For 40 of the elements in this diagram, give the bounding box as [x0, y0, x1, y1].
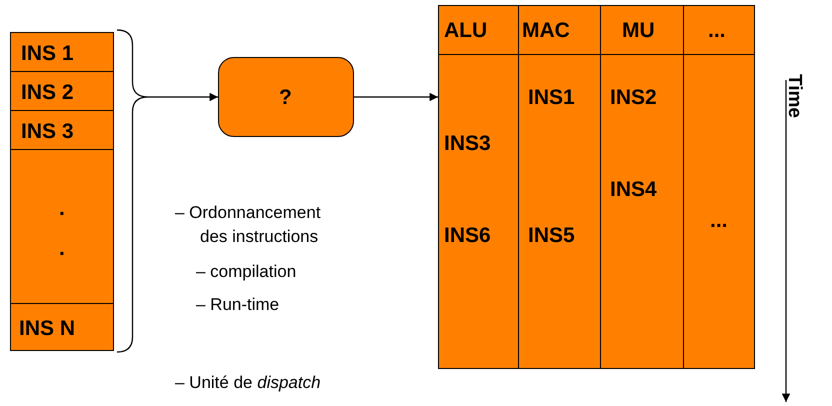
- node-text: MU: [622, 20, 655, 41]
- node-text: .: [59, 238, 65, 259]
- node-text: .: [59, 198, 65, 219]
- axis-label: Time: [783, 74, 806, 118]
- unit-header: [518, 5, 601, 55]
- node-text: INS3: [444, 133, 491, 154]
- bullet-text: – compilation: [196, 261, 298, 283]
- instruction-box: [10, 71, 114, 111]
- node-text: INS2: [610, 87, 657, 108]
- bullet-text: – Unité de dispatch: [175, 372, 322, 394]
- decision-box: [218, 57, 354, 137]
- node-text: INS6: [444, 225, 491, 246]
- unit-header: [683, 5, 755, 55]
- unit-column: [438, 54, 519, 369]
- node-text: INS 2: [21, 82, 74, 103]
- node-text: ...: [710, 210, 728, 231]
- arrow: [354, 92, 438, 102]
- instruction-box: [10, 110, 114, 150]
- node-text: INS 1: [21, 43, 74, 64]
- node-text: INS N: [19, 318, 76, 339]
- node-text: INS4: [610, 179, 657, 200]
- unit-header: [438, 5, 519, 55]
- instruction-box: [10, 149, 114, 304]
- unit-column: [600, 54, 684, 369]
- node-text: INS5: [528, 225, 575, 246]
- node-text: MAC: [522, 20, 570, 41]
- instruction-box: [10, 303, 114, 351]
- node-text: INS1: [528, 87, 575, 108]
- bullet-text: – Ordonnancement des instructions: [175, 202, 322, 248]
- node-text: ...: [708, 20, 726, 41]
- node-text: ALU: [444, 20, 488, 41]
- node-text: INS 3: [21, 121, 74, 142]
- unit-column: [518, 54, 601, 369]
- node-text: ?: [279, 87, 292, 108]
- unit-column: [683, 54, 755, 369]
- unit-header: [600, 5, 684, 55]
- brace: [116, 29, 149, 353]
- bullet-text: – Run-time: [196, 294, 280, 316]
- instruction-box: [10, 32, 114, 72]
- arrow: [148, 92, 218, 102]
